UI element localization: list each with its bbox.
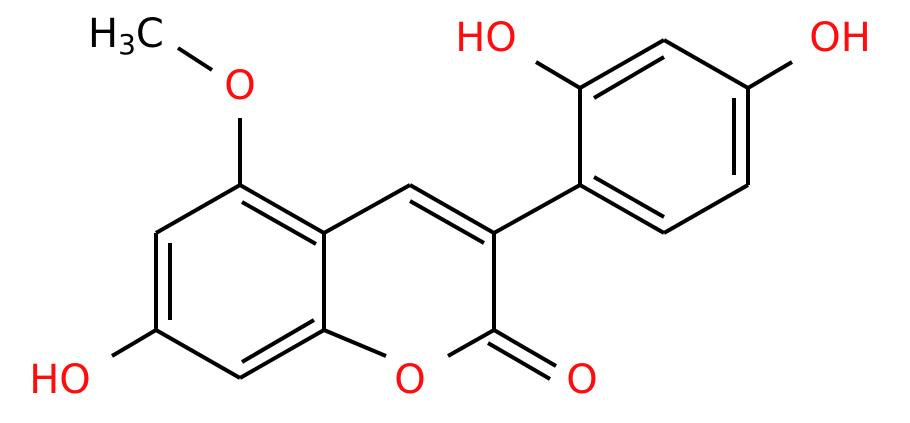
hydroxyl-ortho-label: HO: [455, 15, 517, 61]
carbonyl-oxygen-label: O: [566, 357, 597, 403]
bond-c8a-c8: [239, 328, 325, 380]
bond-c6p-c1p: [579, 183, 665, 235]
methoxy-oxygen-label: O: [224, 63, 255, 109]
bond-o1-c8a: [323, 328, 387, 358]
bond-c2-o1: [447, 328, 495, 358]
bond-c2-carbonyl-o: [492, 328, 558, 368]
bond-c6-c5: [155, 183, 241, 235]
bond-c4p-oh: [746, 60, 794, 90]
bond-c4-c3: [409, 183, 495, 235]
bond-methoxy-o-ch3: [176, 46, 214, 72]
bond-c5p-c6p: [663, 183, 749, 235]
bond-c2p-c3p: [579, 38, 665, 90]
bond-c3p-c4p: [663, 38, 749, 90]
bond-c4a-c4: [323, 183, 411, 235]
bond-c3-c1prime: [493, 183, 581, 235]
hydroxyl-para-label: OH: [809, 15, 871, 61]
bond-c5-c4a-inner: [241, 200, 317, 246]
methyl-c: C: [136, 11, 164, 57]
methyl-h: H: [88, 11, 118, 57]
bond-c5-c4a: [239, 183, 325, 235]
bond-c2p-oh: [534, 60, 582, 90]
bond-c4-c3-inner: [409, 199, 485, 245]
bond-c2p-c3p-inner: [592, 55, 666, 100]
bond-c6p-c1p-inner: [593, 175, 665, 219]
bond-c7-oh: [110, 328, 158, 358]
bond-c2-carbonyl-o-2: [486, 341, 552, 381]
bond-c8-c7: [155, 328, 241, 380]
methyl-subscript: 3: [118, 28, 136, 61]
methyl-group-label: H3C: [88, 11, 164, 61]
hydroxyl-left-label: HO: [29, 357, 91, 403]
bond-c8a-c8-inner: [240, 318, 316, 364]
ring-oxygen-label: O: [394, 357, 425, 403]
